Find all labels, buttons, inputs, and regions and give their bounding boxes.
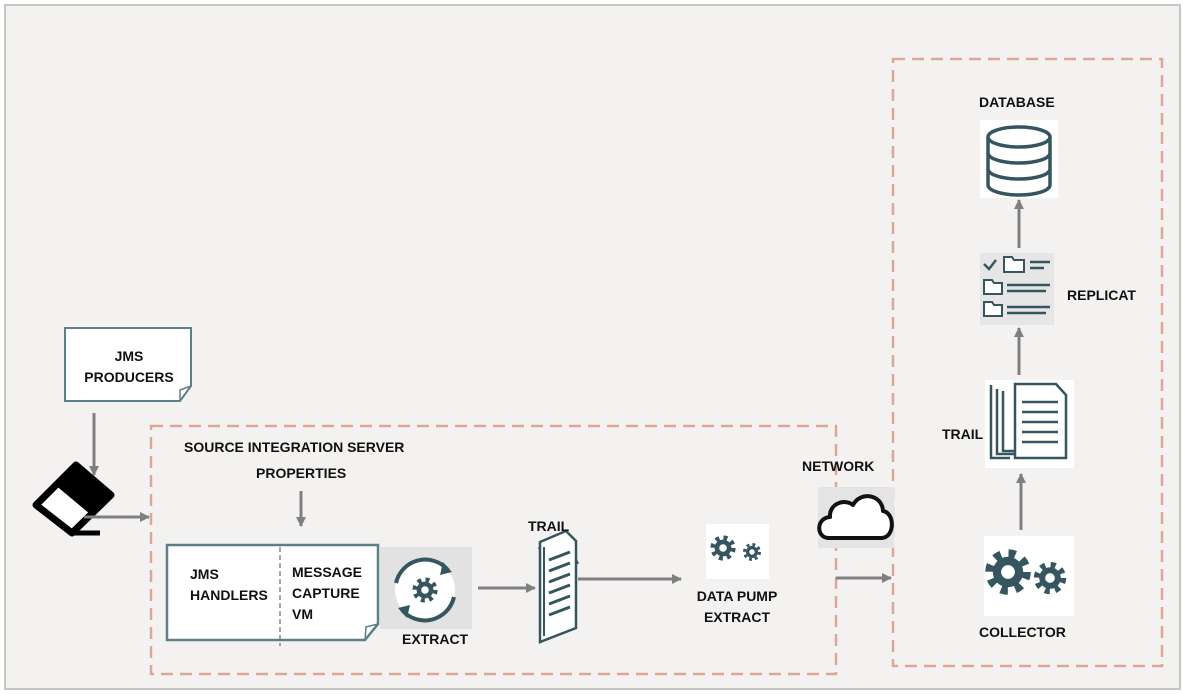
network-label: NETWORK	[802, 458, 875, 474]
gears-icon	[706, 524, 769, 579]
jms-handlers-line-1: JMS	[190, 566, 219, 582]
target-trail-icon	[985, 380, 1074, 468]
jms-producers-line-1: JMS	[114, 348, 144, 364]
data-pump-label: DATA PUMP EXTRACT	[684, 586, 790, 628]
data-pump-line-1: DATA PUMP	[696, 588, 778, 604]
database-icon	[980, 120, 1058, 198]
capture-box-fold	[364, 623, 379, 641]
eraser-icon	[32, 461, 115, 537]
jms-handlers-label: JMS HANDLERS	[190, 564, 268, 606]
message-capture-line-2: CAPTURE	[292, 585, 360, 601]
cloud-icon	[817, 487, 894, 548]
message-capture-label: MESSAGE CAPTURE VM	[292, 562, 362, 625]
note-fold	[179, 385, 192, 401]
jms-producers-note	[64, 327, 192, 402]
database-label: DATABASE	[979, 94, 1055, 110]
properties-label: PROPERTIES	[256, 465, 347, 481]
data-pump-line-2: EXTRACT	[703, 609, 771, 625]
source-server-title: SOURCE INTEGRATION SERVER	[184, 439, 405, 455]
checklist-folders-icon	[980, 253, 1054, 325]
message-capture-line-3: VM	[292, 606, 313, 622]
trail-target-label: TRAIL	[942, 426, 984, 442]
target-server-group	[891, 57, 1164, 668]
replicat-label: REPLICAT	[1067, 287, 1136, 303]
message-capture-box	[165, 543, 380, 642]
jms-handlers-line-2: HANDLERS	[190, 587, 268, 603]
collector-gears-icon	[984, 536, 1074, 616]
extract-label: EXTRACT	[402, 631, 469, 647]
collector-label: COLLECTOR	[979, 624, 1066, 640]
message-capture-line-1: MESSAGE	[292, 564, 363, 580]
jms-producers-line-2: PRODUCERS	[84, 369, 174, 385]
trail-source-label: TRAIL	[528, 518, 570, 534]
jms-producers-label: JMS PRODUCERS	[80, 346, 178, 388]
document-stack-icon	[537, 529, 580, 644]
cycle-gear-icon	[380, 547, 472, 629]
source-server-group	[149, 424, 838, 676]
